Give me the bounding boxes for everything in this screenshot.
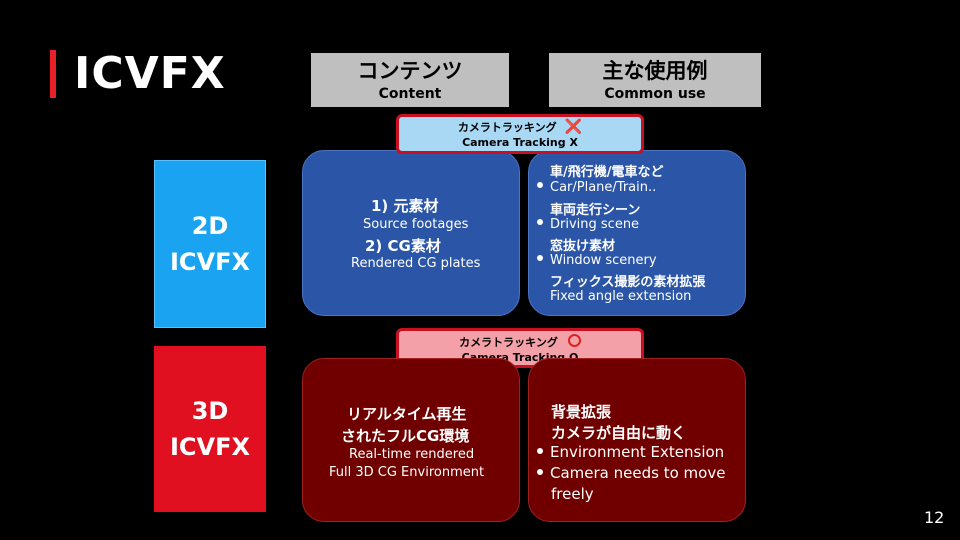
row-label-2d: 2D ICVFX [154,160,266,328]
cross-icon: ❌ [564,119,583,135]
row-label-3d: 3D ICVFX [154,346,266,512]
use-3d-jp-1: 背景拡張 [551,403,612,421]
tag-o-jp-row: カメラトラッキング [399,334,641,350]
tag-camera-tracking-x: カメラトラッキング ❌ Camera Tracking X [396,114,644,154]
row-label-3d-line1: 3D [191,397,229,425]
use-2d-bullet-1: Car/Plane/Train.. [537,180,656,195]
use-3d-jp-2: カメラが自由に動く [551,424,687,442]
content-3d-jp-1: リアルタイム再生 [347,405,467,423]
header-common-use-en: Common use [604,86,706,102]
use-2d-heading-4: フィックス撮影の素材拡張 [550,275,706,290]
bullet-icon [537,182,543,188]
bullet-icon [537,448,543,454]
content-3d-jp-2: されたフルCG環境 [341,427,470,445]
header-content-en: Content [378,86,442,102]
page-number: 12 [924,508,945,527]
use-3d-bullet-2-cont: freely [551,485,594,503]
circle-icon [567,334,581,347]
tag-o-jp: カメラトラッキング [459,336,558,349]
slide-title: ICVFX [74,48,226,99]
use-2d-bullet-2: Driving scene [537,217,639,232]
content-2d-item2-en: Rendered CG plates [351,256,481,271]
panel-3d-use: 背景拡張 カメラが自由に動く Environment Extension Cam… [528,358,746,522]
header-common-use: 主な使用例 Common use [549,53,761,107]
tag-x-jp-row: カメラトラッキング ❌ [399,120,641,135]
header-content-jp: コンテンツ [357,59,463,83]
bullet-icon [537,255,543,261]
use-2d-heading-1: 車/飛行機/電車など [550,165,664,180]
use-3d-bullet-2: Camera needs to move [537,464,725,482]
content-2d-item2-jp: 2) CG素材 [365,237,441,255]
bullet-icon [537,469,543,475]
content-3d-en-2: Full 3D CG Environment [329,465,485,480]
row-label-3d-line2: ICVFX [169,433,250,461]
row-label-2d-line2: ICVFX [169,248,250,276]
use-3d-bullet-1: Environment Extension [537,443,724,461]
panel-2d-content: 1) 元素材 Source footages 2) CG素材 Rendered … [302,150,520,316]
tag-x-jp: カメラトラッキング [457,121,557,134]
bullet-icon [537,219,543,225]
content-3d-en-1: Real-time rendered [349,447,475,462]
use-2d-heading-3: 窓抜け素材 [550,239,616,254]
use-2d-text-4: Fixed angle extension [550,289,692,304]
tag-x-en: Camera Tracking X [462,136,578,149]
panel-2d-use: 車/飛行機/電車など Car/Plane/Train.. 車両走行シーン Dri… [528,150,746,316]
use-2d-bullet-3: Window scenery [537,253,657,268]
header-content: コンテンツ Content [311,53,509,107]
content-2d-item1-jp: 1) 元素材 [371,197,439,215]
row-label-2d-line1: 2D [191,212,229,240]
title-accent-bar [50,50,56,98]
content-2d-item1-en: Source footages [363,217,469,232]
header-common-use-jp: 主な使用例 [602,59,708,83]
use-2d-heading-2: 車両走行シーン [550,203,641,218]
panel-3d-content: リアルタイム再生 されたフルCG環境 Real-time rendered Fu… [302,358,520,522]
